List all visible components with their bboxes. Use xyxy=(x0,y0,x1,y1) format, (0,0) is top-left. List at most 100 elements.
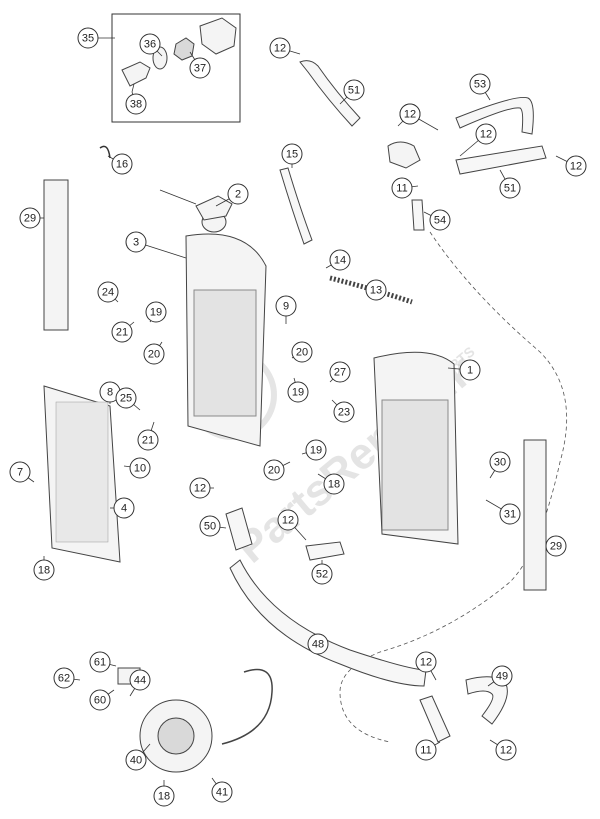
callout-29: 29 xyxy=(545,535,567,557)
callout-label: 2 xyxy=(235,189,241,201)
callout-40: 40 xyxy=(125,743,151,771)
callout-51: 51 xyxy=(339,79,365,105)
callout-44: 44 xyxy=(129,669,151,697)
callout-label: 10 xyxy=(134,463,146,475)
callout-12: 12 xyxy=(189,477,214,499)
callout-label: 12 xyxy=(404,109,416,121)
callout-21: 21 xyxy=(137,421,159,451)
thermostat-housing-mounted xyxy=(387,141,421,169)
callout-16: 16 xyxy=(107,153,133,175)
callout-18: 18 xyxy=(33,556,55,581)
callout-label: 62 xyxy=(58,673,70,685)
callout-label: 44 xyxy=(134,675,146,687)
callout-label: 20 xyxy=(268,465,280,477)
clip-16 xyxy=(99,145,111,159)
callout-25: 25 xyxy=(115,387,141,411)
callout-20: 20 xyxy=(291,341,313,363)
callout-label: 27 xyxy=(334,367,346,379)
callout-62: 62 xyxy=(53,667,81,689)
callout-13: 13 xyxy=(365,279,387,301)
callout-label: 20 xyxy=(296,347,308,359)
callout-12: 12 xyxy=(489,739,517,761)
callout-label: 20 xyxy=(148,349,160,361)
callout-60: 60 xyxy=(89,689,115,711)
callout-label: 53 xyxy=(474,79,486,91)
fan-40 xyxy=(117,667,273,773)
callout-label: 12 xyxy=(420,657,432,669)
callout-label: 12 xyxy=(194,483,206,495)
callout-label: 50 xyxy=(204,521,216,533)
hose-48 xyxy=(229,559,427,687)
callout-label: 30 xyxy=(494,457,506,469)
callout-1: 1 xyxy=(447,359,481,381)
callout-11: 11 xyxy=(391,177,419,199)
callout-label: 41 xyxy=(216,787,228,799)
hose-52 xyxy=(305,541,345,561)
callout-label: 1 xyxy=(467,365,473,377)
callout-label: 7 xyxy=(17,467,23,479)
radiator-left xyxy=(159,189,267,447)
hose-15 xyxy=(279,167,313,245)
callout-37: 37 xyxy=(189,51,211,79)
shroud-4 xyxy=(43,385,121,563)
callout-9: 9 xyxy=(275,295,297,324)
callout-label: 19 xyxy=(310,445,322,457)
callout-12: 12 xyxy=(399,103,439,131)
thermostat-inset xyxy=(111,13,241,123)
callout-label: 51 xyxy=(348,85,360,97)
callout-2: 2 xyxy=(215,183,249,207)
callout-7: 7 xyxy=(9,461,35,483)
callout-label: 12 xyxy=(282,515,294,527)
callout-35: 35 xyxy=(77,27,115,49)
fan-cable xyxy=(221,668,273,745)
thermostat-housing-part xyxy=(121,61,151,87)
callout-label: 25 xyxy=(120,393,132,405)
callout-36: 36 xyxy=(139,33,163,57)
callout-label: 54 xyxy=(434,215,446,227)
callout-12: 12 xyxy=(269,37,301,59)
thermostat-part xyxy=(173,37,195,61)
callout-label: 18 xyxy=(328,479,340,491)
callout-label: 29 xyxy=(24,213,36,225)
callout-label: 21 xyxy=(142,435,154,447)
hose-51-right xyxy=(455,145,547,175)
callout-label: 21 xyxy=(116,327,128,339)
callout-label: 12 xyxy=(274,43,286,55)
callout-19: 19 xyxy=(145,301,167,323)
callout-label: 3 xyxy=(133,237,139,249)
radiator-right xyxy=(373,351,459,545)
callout-3: 3 xyxy=(125,231,187,259)
callout-label: 35 xyxy=(82,33,94,45)
hose-53 xyxy=(455,96,534,135)
callout-51: 51 xyxy=(499,169,521,199)
callout-4: 4 xyxy=(110,497,135,519)
callout-12: 12 xyxy=(459,123,497,157)
callout-label: 40 xyxy=(130,755,142,767)
callout-49: 49 xyxy=(487,665,513,687)
hose-lower xyxy=(419,695,451,743)
callout-label: 14 xyxy=(334,255,346,267)
callout-30: 30 xyxy=(489,451,511,479)
callout-61: 61 xyxy=(89,651,117,673)
callout-18: 18 xyxy=(317,473,345,495)
callout-label: 23 xyxy=(338,407,350,419)
callout-label: 16 xyxy=(116,159,128,171)
callout-11: 11 xyxy=(415,739,441,761)
callout-label: 13 xyxy=(370,285,382,297)
callout-20: 20 xyxy=(263,459,291,481)
callout-label: 24 xyxy=(102,287,114,299)
callout-label: 61 xyxy=(94,657,106,669)
thermostat-cover-part xyxy=(199,17,237,55)
callout-label: 51 xyxy=(504,183,516,195)
callout-52: 52 xyxy=(311,560,333,585)
callout-14: 14 xyxy=(325,249,351,271)
callout-24: 24 xyxy=(97,281,119,303)
callout-21: 21 xyxy=(111,321,135,343)
callout-19: 19 xyxy=(287,377,309,403)
callout-label: 9 xyxy=(283,301,289,313)
callout-50: 50 xyxy=(199,515,227,537)
callout-label: 52 xyxy=(316,569,328,581)
guard-29-left xyxy=(43,179,69,331)
callout-label: 11 xyxy=(420,745,431,757)
